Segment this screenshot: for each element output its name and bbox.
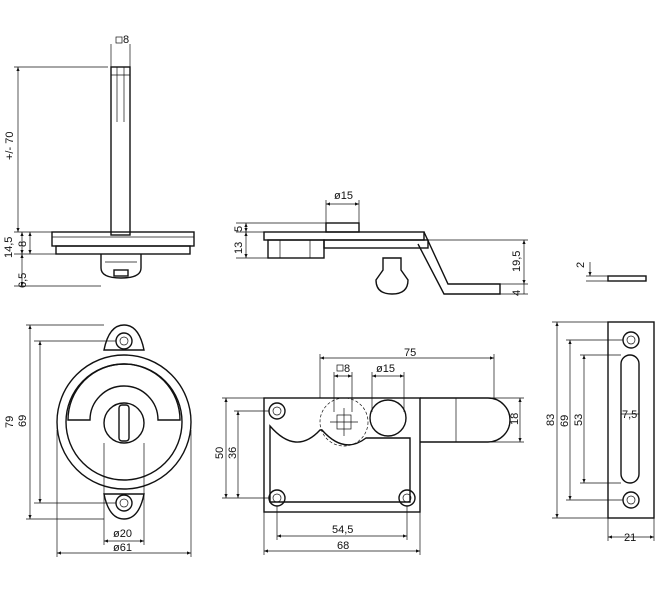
lock-body <box>267 239 325 259</box>
lock-hole-top-left <box>268 402 286 420</box>
sliding-bolt <box>420 397 511 443</box>
spindle-side-view: 8 +/- 70 14,5 8 6,5 <box>3 34 195 288</box>
lock-front-view: 75 8 ø15 18 50 36 54,5 68 <box>214 347 524 555</box>
dim-lock-total-length: 75 <box>404 347 416 359</box>
rosette-outline <box>56 354 192 490</box>
dim-keeper-width: 21 <box>624 532 636 544</box>
dim-bolt-height: 18 <box>509 413 521 425</box>
keeper-plate <box>607 321 655 519</box>
dim-plate-thickness: 8 <box>17 241 29 247</box>
dim-height-outer: 79 <box>4 416 16 428</box>
dim-overall-base: 14,5 <box>3 237 15 258</box>
base-plate <box>55 245 191 255</box>
dim-keeper-thickness: 2 <box>575 262 587 268</box>
dim-height-holes: 69 <box>17 415 29 427</box>
turn-knob <box>100 254 142 279</box>
lock-top-plate <box>263 231 425 241</box>
indicator-arc <box>67 363 181 421</box>
lock-hole-bottom-right <box>398 489 416 507</box>
bolt-side-view: ø15 5 13 19,5 4 <box>233 190 528 296</box>
dim-outer-diameter: ø61 <box>113 542 132 554</box>
dim-lock-width: 68 <box>337 540 349 552</box>
dim-lock-knob-diameter: ø15 <box>376 363 395 375</box>
dim-body-height: 13 <box>233 242 245 254</box>
keeper-hole-top <box>622 331 640 349</box>
dim-top-height: 5 <box>233 226 245 232</box>
keeper-front-view: 83 69 53 7,5 21 <box>545 321 655 544</box>
dim-lock-height: 50 <box>214 447 226 459</box>
dim-slot-width: 7,5 <box>622 409 637 421</box>
keeper-edge-view: 2 <box>575 262 647 282</box>
rosette-front-view: 79 69 ø20 ø61 <box>4 324 192 557</box>
keeper-slot <box>620 354 640 484</box>
turn-slot <box>118 404 130 442</box>
dim-spindle-square: 8 <box>344 363 350 375</box>
dim-total-length: +/- 70 <box>4 132 16 160</box>
keeper-hole-bottom <box>622 491 640 509</box>
spindle-shaft <box>110 66 131 236</box>
dim-bolt-offset: 19,5 <box>511 251 523 272</box>
lock-hole-bottom-left <box>268 489 286 507</box>
bolt-knob <box>375 257 409 295</box>
spindle-hole-dashed <box>319 397 369 447</box>
turn-button <box>103 402 145 444</box>
keeper-strip <box>607 275 647 282</box>
dim-keeper-height: 83 <box>545 414 557 426</box>
dim-keeper-hole-spacing: 69 <box>559 415 571 427</box>
dim-spindle-width: 8 <box>123 34 129 46</box>
dim-hole-spacing-horizontal: 54,5 <box>332 524 353 536</box>
dim-slot-length: 53 <box>573 414 585 426</box>
rosette-plate <box>51 231 195 247</box>
lock-body-front <box>269 424 411 503</box>
dim-inner-diameter: ø20 <box>113 528 132 540</box>
bolt-arm <box>417 231 501 295</box>
knob-top <box>325 222 360 233</box>
dim-hole-spacing-vertical: 36 <box>227 447 239 459</box>
dim-knob-height: 6,5 <box>17 273 29 288</box>
bolt-knob-front <box>369 399 407 437</box>
dim-bolt-thickness: 4 <box>511 290 523 296</box>
dim-knob-diameter: ø15 <box>334 190 353 202</box>
